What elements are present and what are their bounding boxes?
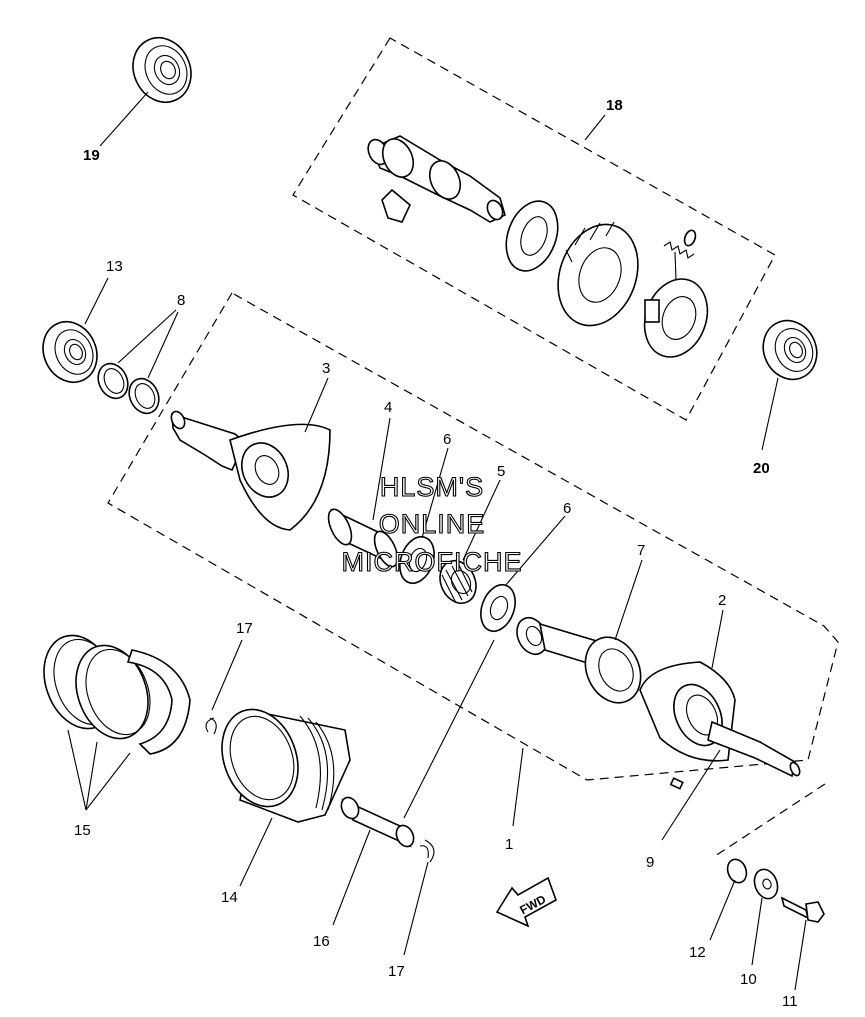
piston-pin-16 <box>340 796 415 848</box>
callout-11: 11 <box>782 993 798 1010</box>
watermark-line-3: MICROFICHE <box>342 547 523 577</box>
callout-14: 14 <box>221 889 238 906</box>
forward-direction-arrow: FWD <box>495 876 557 928</box>
bearing-20 <box>762 319 818 381</box>
washer-6-upper <box>399 535 435 585</box>
callout-7: 7 <box>637 542 645 559</box>
callout-9: 9 <box>646 854 654 871</box>
callout-12: 12 <box>689 944 706 961</box>
callout-17-lower: 17 <box>388 963 405 980</box>
shims-8 <box>97 362 160 415</box>
washer-12 <box>726 858 748 884</box>
balancer-shaft-assembly-18 <box>367 135 709 358</box>
circlip-17-left <box>205 717 217 735</box>
callout-6-lower: 6 <box>563 500 571 517</box>
callout-8: 8 <box>177 292 185 309</box>
callout-17-upper: 17 <box>236 620 253 637</box>
callout-20: 20 <box>753 460 770 477</box>
needle-bearing-5 <box>439 560 477 604</box>
key-9 <box>669 777 684 790</box>
watermark: HLSM'S ONLINE MICROFICHE <box>341 471 523 577</box>
callout-16: 16 <box>313 933 330 950</box>
watermark-line-2: ONLINE <box>379 509 486 539</box>
callout-2: 2 <box>718 592 726 609</box>
callout-4: 4 <box>384 399 392 416</box>
callout-6-upper: 6 <box>443 431 451 448</box>
callout-3: 3 <box>322 360 330 377</box>
connecting-rod-7 <box>516 616 642 704</box>
callout-13: 13 <box>106 258 123 275</box>
callout-10: 10 <box>740 971 757 988</box>
callout-19: 19 <box>83 147 100 164</box>
crank-pin-4 <box>327 508 399 568</box>
balancer-group-outline <box>292 37 776 421</box>
callout-1: 1 <box>505 836 513 853</box>
bearing-19 <box>132 37 192 103</box>
callout-15: 15 <box>74 822 91 839</box>
callout-18: 18 <box>606 97 623 114</box>
hardware-group-outline <box>711 783 826 859</box>
bearing-13 <box>42 321 98 383</box>
washer-10 <box>753 868 779 900</box>
watermark-line-1: HLSM'S <box>380 472 484 502</box>
circlip-17-right <box>419 839 435 863</box>
callout-5: 5 <box>497 463 505 480</box>
bolt-11 <box>780 896 825 923</box>
crankshaft-group-outline <box>107 292 839 781</box>
piston-rings-15 <box>43 634 191 755</box>
washer-6-lower <box>480 583 516 633</box>
crankshaft-left-3 <box>170 410 331 531</box>
piston-14 <box>221 708 351 823</box>
crankshaft-right-2 <box>639 661 801 778</box>
